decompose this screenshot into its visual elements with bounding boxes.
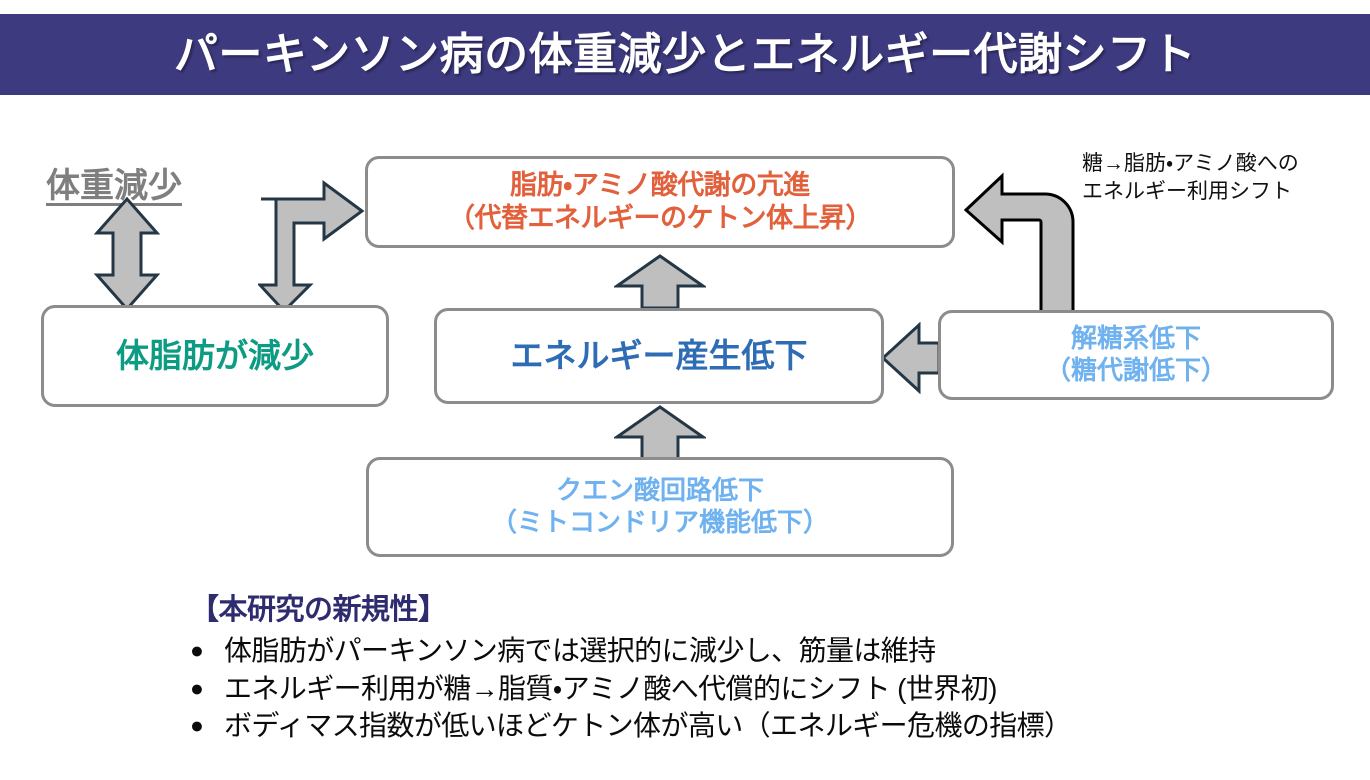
list-item: ● 体脂肪がパーキンソン病では選択的に減少し、筋量は維持 <box>190 632 1350 670</box>
weight-loss-label: 体重減少 <box>46 167 182 205</box>
node-tca-line-1: クエン酸回路低下 <box>555 475 764 506</box>
elbow-arrow-up-left-icon <box>962 172 1088 320</box>
novelty-heading: 【本研究の新規性】 <box>190 594 447 626</box>
up-arrow-tca-icon <box>612 404 708 462</box>
elbow-arrow-down-right-icon <box>256 180 366 314</box>
node-body-fat-label: 体脂肪が減少 <box>116 336 314 374</box>
node-fat-amino-metabolism[interactable]: 脂肪・アミノ酸代謝の亢進 （代替エネルギーのケトン体上昇） <box>365 156 955 248</box>
list-item: ● ボディマス指数が低いほどケトン体が高い（エネルギー危機の指標） <box>190 707 1350 745</box>
node-energy-label: エネルギー産生低下 <box>510 336 808 374</box>
node-glycolysis-decrease[interactable]: 解糖系低下 （糖代謝低下） <box>938 310 1334 400</box>
energy-shift-annotation: 糖→脂肪・アミノ酸への エネルギー利用シフト <box>1082 150 1362 205</box>
bullet-icon: ● <box>190 712 204 739</box>
double-vertical-arrow-icon <box>93 196 161 312</box>
up-arrow-energy-icon <box>612 253 708 311</box>
left-arrow-glycolysis-icon <box>880 321 942 395</box>
node-tca-line-2: （ミトコンドリア機能低下） <box>490 507 829 537</box>
node-body-fat-decrease[interactable]: 体脂肪が減少 <box>41 305 389 407</box>
bullet-icon: ● <box>190 674 204 701</box>
novelty-item-text: 体脂肪がパーキンソン病では選択的に減少し、筋量は維持 <box>224 635 936 666</box>
novelty-item-text: ボディマス指数が低いほどケトン体が高い（エネルギー危機の指標） <box>224 710 1072 742</box>
novelty-section: 【本研究の新規性】 ● 体脂肪がパーキンソン病では選択的に減少し、筋量は維持 ●… <box>190 586 1350 745</box>
list-item: ● エネルギー利用が糖→脂質・アミノ酸へ代償的にシフト (世界初) <box>190 670 1350 708</box>
annotation-line-2: エネルギー利用シフト <box>1082 179 1292 203</box>
node-fat-amino-line-2: （代替エネルギーのケトン体上昇） <box>448 203 873 233</box>
node-tca-cycle-decrease[interactable]: クエン酸回路低下 （ミトコンドリア機能低下） <box>366 457 954 557</box>
node-energy-production-decrease[interactable]: エネルギー産生低下 <box>434 308 884 404</box>
page-title: パーキンソン病の体重減少とエネルギー代謝シフト <box>173 29 1197 79</box>
title-banner: パーキンソン病の体重減少とエネルギー代謝シフト <box>0 14 1370 95</box>
node-glycolysis-line-2: （糖代謝低下） <box>1044 355 1227 385</box>
node-fat-amino-line-1: 脂肪・アミノ酸代謝の亢進 <box>510 170 810 201</box>
novelty-item-text: エネルギー利用が糖→脂質・アミノ酸へ代償的にシフト (世界初) <box>224 672 997 704</box>
annotation-line-1: 糖→脂肪・アミノ酸への <box>1082 152 1299 175</box>
bullet-icon: ● <box>190 637 204 663</box>
node-glycolysis-line-1: 解糖系低下 <box>1070 323 1201 354</box>
